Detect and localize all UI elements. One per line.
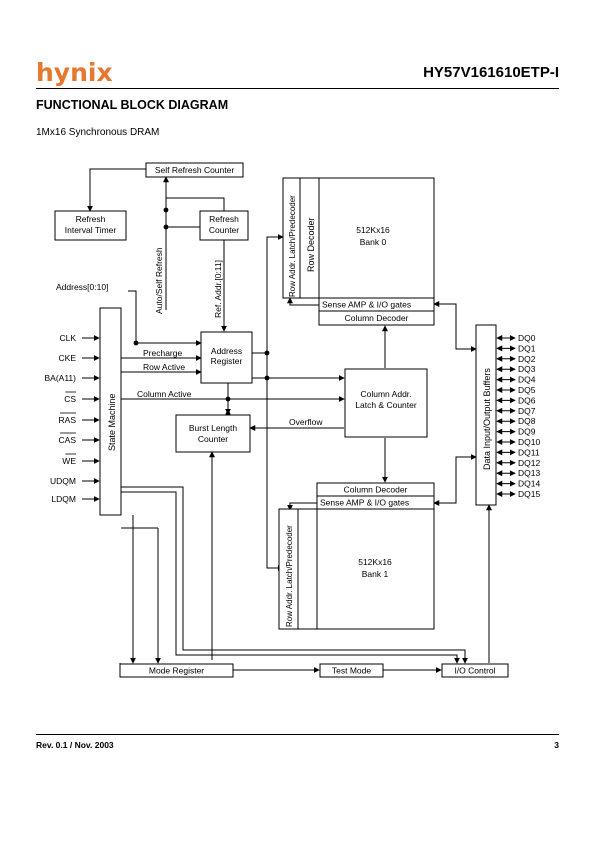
dq-labels: DQ0DQ1DQ2DQ3DQ4DQ5DQ6DQ7DQ8DQ9DQ10DQ11DQ… (518, 333, 540, 499)
section-title: FUNCTIONAL BLOCK DIAGRAM (36, 98, 229, 112)
row-addr-latch-bank0-label: Row Addr. Latch/Predecoder (288, 195, 297, 297)
dq-label-3: DQ3 (518, 364, 536, 374)
mode-register-label: Mode Register (149, 666, 204, 676)
test-mode-label: Test Mode (332, 666, 371, 676)
input-signal-we: WE (62, 456, 76, 466)
input-signal-cke: CKE (59, 353, 77, 363)
dq-label-8: DQ8 (518, 416, 536, 426)
data-io-buffers-label: Data Input/Output Buffers (482, 368, 492, 470)
column-decoder-bank1-label: Column Decoder (344, 485, 408, 495)
dq-label-5: DQ5 (518, 385, 536, 395)
revision-text: Rev. 0.1 / Nov. 2003 (36, 740, 114, 750)
state-machine-block: State Machine (99, 307, 122, 516)
ref-addr-label: Ref. Addr.[0:11] (213, 260, 223, 318)
refresh-counter-label-2: Counter (209, 225, 239, 235)
input-signal-baa11: BA(A11) (45, 373, 77, 383)
part-number: HY57V161610ETP-I (423, 64, 559, 81)
dq-label-15: DQ15 (518, 489, 540, 499)
input-signal-cas: CAS (59, 435, 77, 445)
header-rule (36, 88, 559, 89)
column-addr-latch-block: Column Addr. Latch & Counter (344, 368, 428, 438)
burst-length-counter-block: Burst Length Counter (175, 414, 251, 453)
input-signal-ras: RAS (59, 415, 77, 425)
refresh-counter-block: Refresh Counter (199, 210, 249, 241)
refresh-counter-label-1: Refresh (209, 214, 239, 224)
sense-amp-bank1-label: Sense AMP & I/O gates (320, 498, 409, 508)
row-active-label: Row Active (143, 362, 185, 372)
input-signal-udqm: UDQM (50, 476, 76, 486)
dq-label-0: DQ0 (518, 333, 536, 343)
test-mode-block: Test Mode (319, 663, 384, 678)
address-register-block: Address Register (200, 331, 253, 384)
self-refresh-counter-label: Self Refresh Counter (155, 165, 235, 175)
data-io-buffers-block: Data Input/Output Buffers (475, 324, 497, 506)
dq-label-12: DQ12 (518, 458, 540, 468)
address-register-label-2: Register (211, 356, 243, 366)
input-signal-clk: CLK (59, 333, 76, 343)
sense-amp-bank0-label: Sense AMP & I/O gates (322, 300, 411, 310)
auto-self-refresh-label: Auto/Self Refresh (154, 247, 164, 314)
column-decoder-bank0-label: Column Decoder (345, 313, 409, 323)
input-signal-labels: CLK CKE BA(A11) CS RAS CAS WE UDQM LDQM (45, 333, 77, 504)
bank1-group: Column Decoder Sense AMP & I/O gates Row… (278, 482, 435, 630)
refresh-interval-timer-block: Refresh Interval Timer (54, 210, 127, 241)
refresh-interval-timer-label-2: Interval Timer (65, 225, 117, 235)
refresh-interval-timer-label-1: Refresh (76, 214, 106, 224)
burst-length-counter-label-2: Counter (198, 434, 228, 444)
column-active-label: Column Active (137, 389, 192, 399)
dq-label-10: DQ10 (518, 437, 540, 447)
hynix-logo: hynix (36, 58, 113, 87)
diagram-subtitle: 1Mx16 Synchronous DRAM (36, 127, 160, 138)
connections (82, 168, 516, 673)
footer-rule (36, 734, 559, 735)
dq-label-14: DQ14 (518, 479, 540, 489)
bank1-label-2: Bank 1 (362, 569, 389, 579)
column-addr-latch-label-2: Latch & Counter (355, 400, 417, 410)
dq-label-4: DQ4 (518, 375, 536, 385)
dq-label-6: DQ6 (518, 395, 536, 405)
dq-label-11: DQ11 (518, 447, 540, 457)
io-control-block: I/O Control (441, 663, 509, 678)
row-addr-latch-bank1-label: Row Addr. Latch/Predecoder (285, 525, 294, 627)
dq-label-7: DQ7 (518, 406, 536, 416)
mode-register-block: Mode Register (119, 663, 234, 678)
address-label: Address[0:10] (56, 282, 108, 292)
address-register-label-1: Address (211, 346, 242, 356)
burst-length-counter-label-1: Burst Length (189, 423, 237, 433)
column-addr-latch-label-1: Column Addr. (360, 389, 411, 399)
state-machine-label: State Machine (107, 393, 117, 451)
bank0-group: Row Addr. Latch/Predecoder Row Decoder 5… (282, 177, 435, 326)
self-refresh-counter-block: Self Refresh Counter (145, 162, 244, 178)
row-decoder-bank0-label: Row Decoder (306, 217, 316, 272)
dq-label-1: DQ1 (518, 343, 536, 353)
bank1-label-1: 512Kx16 (358, 557, 392, 567)
dq-label-13: DQ13 (518, 468, 540, 478)
overflow-label: Overflow (289, 417, 323, 427)
page-number: 3 (554, 740, 559, 750)
io-control-label: I/O Control (454, 666, 495, 676)
precharge-label: Precharge (143, 348, 182, 358)
bank0-label-2: Bank 0 (360, 237, 387, 247)
input-signal-cs: CS (64, 394, 76, 404)
dq-label-9: DQ9 (518, 427, 536, 437)
input-signal-ldqm: LDQM (51, 494, 76, 504)
dq-label-2: DQ2 (518, 354, 536, 364)
bank0-label-1: 512Kx16 (356, 225, 390, 235)
